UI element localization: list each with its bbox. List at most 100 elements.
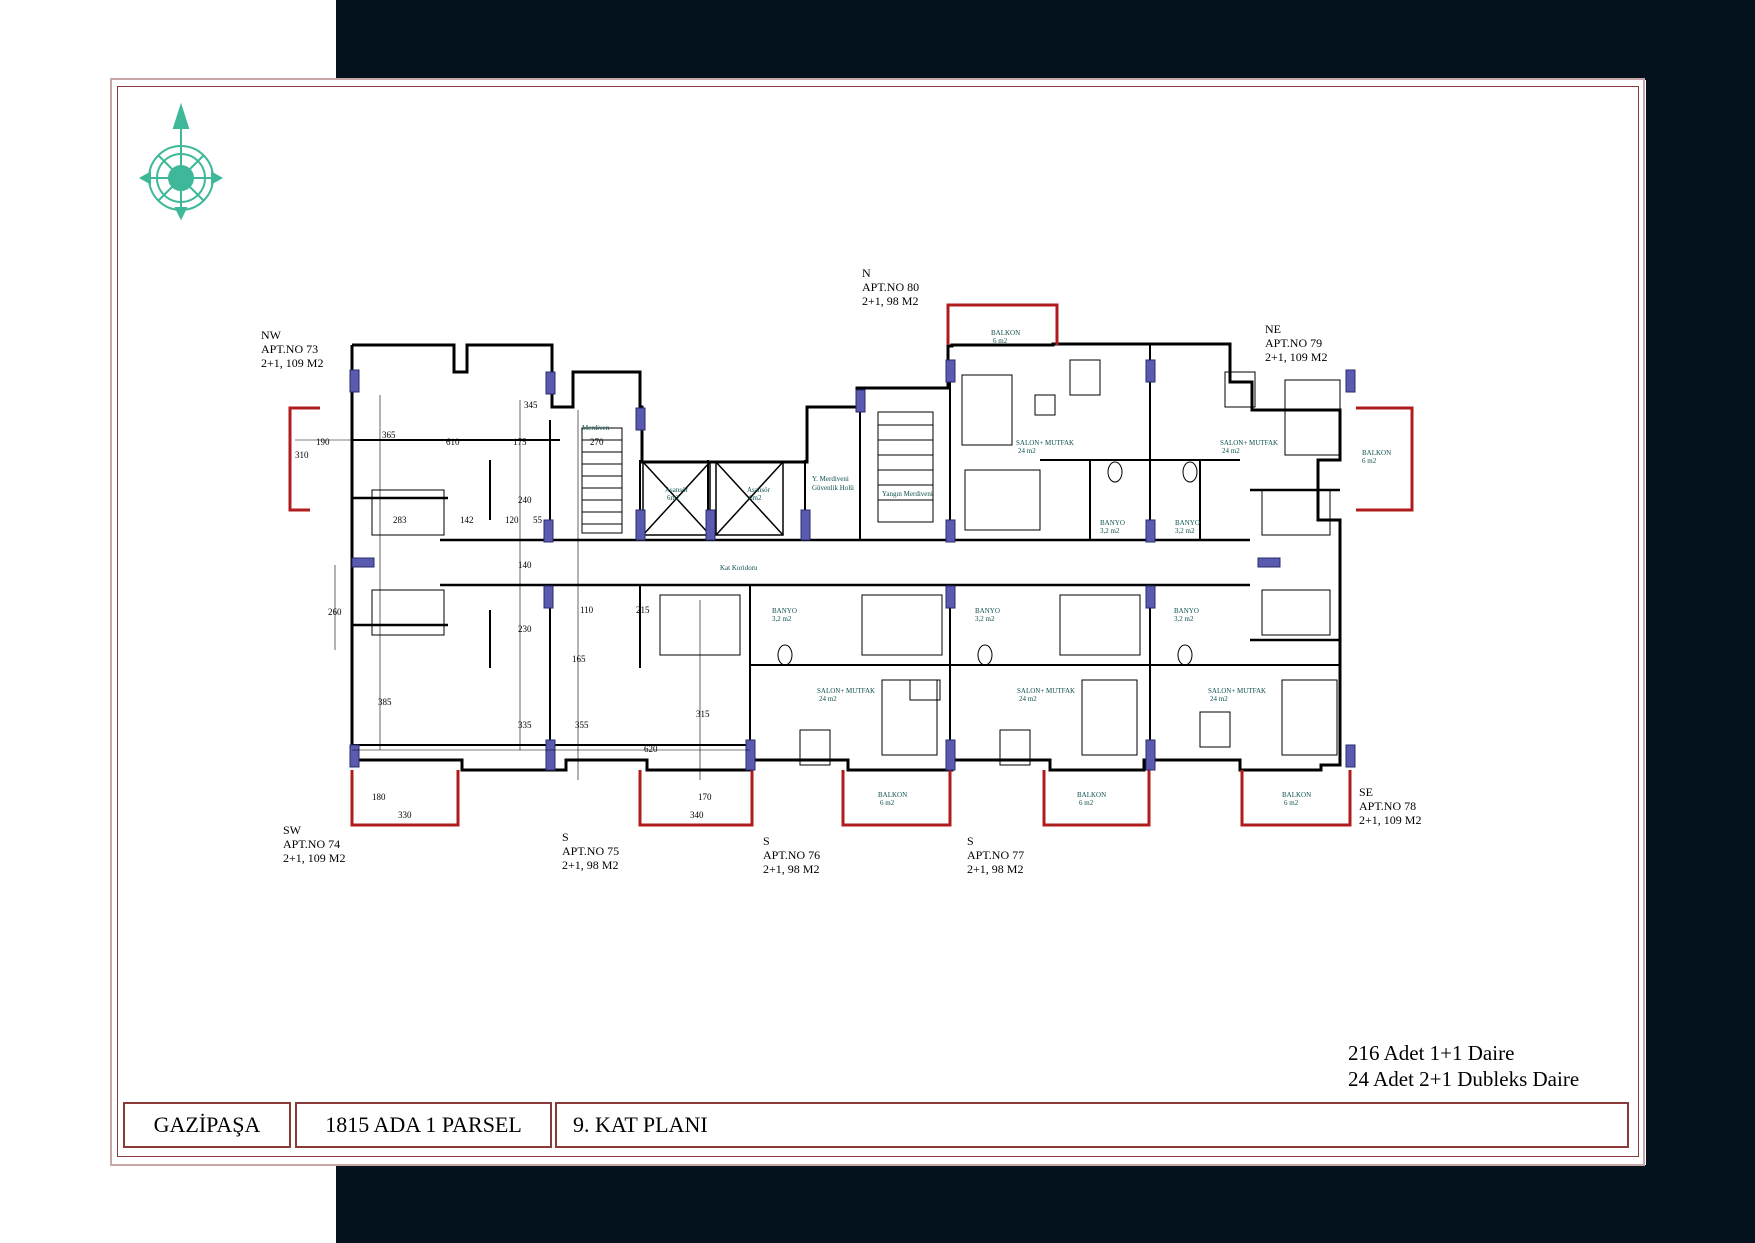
- lift-shafts: [642, 461, 784, 536]
- apartment-size: 2+1, 98 M2: [763, 862, 820, 876]
- room-label-balkon: BALKON: [1362, 449, 1392, 457]
- room-area: 3,2 m2: [1174, 615, 1194, 623]
- room-label-salon: SALON+ MUTFAK: [1017, 687, 1076, 695]
- room-label-balkon: BALKON: [1077, 791, 1107, 799]
- apartment-number: APT.NO 76: [763, 848, 821, 862]
- dim-label: 110: [580, 605, 594, 615]
- apartment-direction: S: [967, 834, 974, 848]
- corridor-label: Kat Koridoru: [720, 564, 758, 572]
- room-area: 24 m2: [819, 695, 837, 703]
- dim-label: 190: [316, 437, 330, 447]
- room-area: 24 m2: [1019, 695, 1037, 703]
- room-area: 24 m2: [1210, 695, 1228, 703]
- title-plan-text: 9. KAT PLANI: [573, 1112, 708, 1137]
- apartment-number: APT.NO 79: [1265, 336, 1323, 350]
- title-city: GAZİPAŞA: [123, 1102, 291, 1148]
- dim-label: 620: [644, 744, 658, 754]
- dim-label: 340: [690, 810, 704, 820]
- lift-label: Asansör: [747, 486, 770, 494]
- dim-label: 283: [393, 515, 407, 525]
- room-label-salon: SALON+ MUTFAK: [1220, 439, 1279, 447]
- room-area: 6m2: [667, 494, 680, 502]
- room-label-balkon: BALKON: [1282, 791, 1312, 799]
- apartment-number: APT.NO 74: [283, 837, 341, 851]
- room-area: 6m2: [749, 494, 762, 502]
- dim-label: 355: [575, 720, 589, 730]
- room-label-salon: SALON+ MUTFAK: [1208, 687, 1267, 695]
- apartment-direction: S: [763, 834, 770, 848]
- title-plan: 9. KAT PLANI: [555, 1102, 1629, 1148]
- dim-label: 310: [295, 450, 309, 460]
- dim-label: 175: [513, 437, 527, 447]
- dim-label: 260: [328, 607, 342, 617]
- compass-icon: [138, 102, 224, 221]
- apartment-size: 2+1, 109 M2: [261, 356, 324, 370]
- apartment-size: 2+1, 109 M2: [283, 851, 346, 865]
- room-area: 6 m2: [1079, 799, 1094, 807]
- room-area: 3,2 m2: [975, 615, 995, 623]
- dim-label: 180: [372, 792, 386, 802]
- apartment-size: 2+1, 98 M2: [967, 862, 1024, 876]
- dim-label: 170: [698, 792, 712, 802]
- room-label-balkon: BALKON: [878, 791, 908, 799]
- apartment-direction: N: [862, 266, 871, 280]
- room-area: 3,2 m2: [772, 615, 792, 623]
- title-parcel-text: 1815 ADA 1 PARSEL: [325, 1112, 522, 1137]
- apartment-number: APT.NO 73: [261, 342, 319, 356]
- stairs-label: Merdiven: [582, 424, 610, 432]
- dim-label: 335: [518, 720, 532, 730]
- columns: [349, 359, 1356, 771]
- title-city-text: GAZİPAŞA: [153, 1112, 261, 1137]
- dim-label: 55: [533, 515, 542, 525]
- room-area: 6 m2: [993, 337, 1008, 345]
- furniture: [777, 359, 1341, 766]
- dim-label: 240: [518, 495, 532, 505]
- drawing-sheet: [110, 78, 1645, 1166]
- apartment-size: 2+1, 98 M2: [862, 294, 919, 308]
- room-label-salon: SALON+ MUTFAK: [1016, 439, 1075, 447]
- dim-label: 345: [524, 400, 538, 410]
- drawing-frame: [117, 86, 1639, 1157]
- room-label-salon: SALON+ MUTFAK: [817, 687, 876, 695]
- background-band-top: [336, 0, 1755, 80]
- stairs: [371, 411, 1331, 656]
- dim-label: 385: [378, 697, 392, 707]
- apartment-number: APT.NO 78: [1359, 799, 1417, 813]
- security-hall-label: Y. Merdiveni Güvenlik Holü: [812, 475, 854, 492]
- background-band-right: [1646, 0, 1755, 1243]
- apartment-direction: S: [562, 830, 569, 844]
- apartment-size: 2+1, 109 M2: [1359, 813, 1422, 827]
- dimension-lines: [295, 395, 750, 780]
- apartment-direction: SE: [1359, 785, 1374, 799]
- dim-label: 270: [590, 437, 604, 447]
- background-band-bottom: [336, 1165, 1755, 1243]
- dim-label: 610: [446, 437, 460, 447]
- room-label-banyo: BANYO: [772, 607, 797, 615]
- apartment-size: 2+1, 98 M2: [562, 858, 619, 872]
- apartment-direction: NE: [1265, 322, 1281, 336]
- dim-label: 165: [572, 654, 586, 664]
- exterior-walls: [350, 342, 1342, 772]
- note-line-1: 216 Adet 1+1 Daire: [1348, 1041, 1515, 1065]
- room-label-balkon: BALKON: [991, 329, 1021, 337]
- room-label-banyo: BANYO: [1174, 607, 1199, 615]
- room-area: 24 m2: [1222, 447, 1240, 455]
- dim-label: 140: [518, 560, 532, 570]
- room-label-banyo: BANYO: [1175, 519, 1200, 527]
- room-area: 6 m2: [1362, 457, 1377, 465]
- apartment-number: APT.NO 80: [862, 280, 920, 294]
- dim-label: 142: [460, 515, 474, 525]
- note-line-2: 24 Adet 2+1 Dubleks Daire: [1348, 1067, 1580, 1091]
- room-area: 6 m2: [880, 799, 895, 807]
- dim-label: 365: [382, 430, 396, 440]
- apartment-number: APT.NO 75: [562, 844, 620, 858]
- dim-label: 230: [518, 624, 532, 634]
- dim-label: 215: [636, 605, 650, 615]
- apartment-direction: NW: [261, 328, 281, 342]
- dim-label: 315: [696, 709, 710, 719]
- room-label-banyo: BANYO: [1100, 519, 1125, 527]
- room-area: 3,2 m2: [1175, 527, 1195, 535]
- dim-label: 120: [505, 515, 519, 525]
- title-parcel: 1815 ADA 1 PARSEL: [295, 1102, 552, 1148]
